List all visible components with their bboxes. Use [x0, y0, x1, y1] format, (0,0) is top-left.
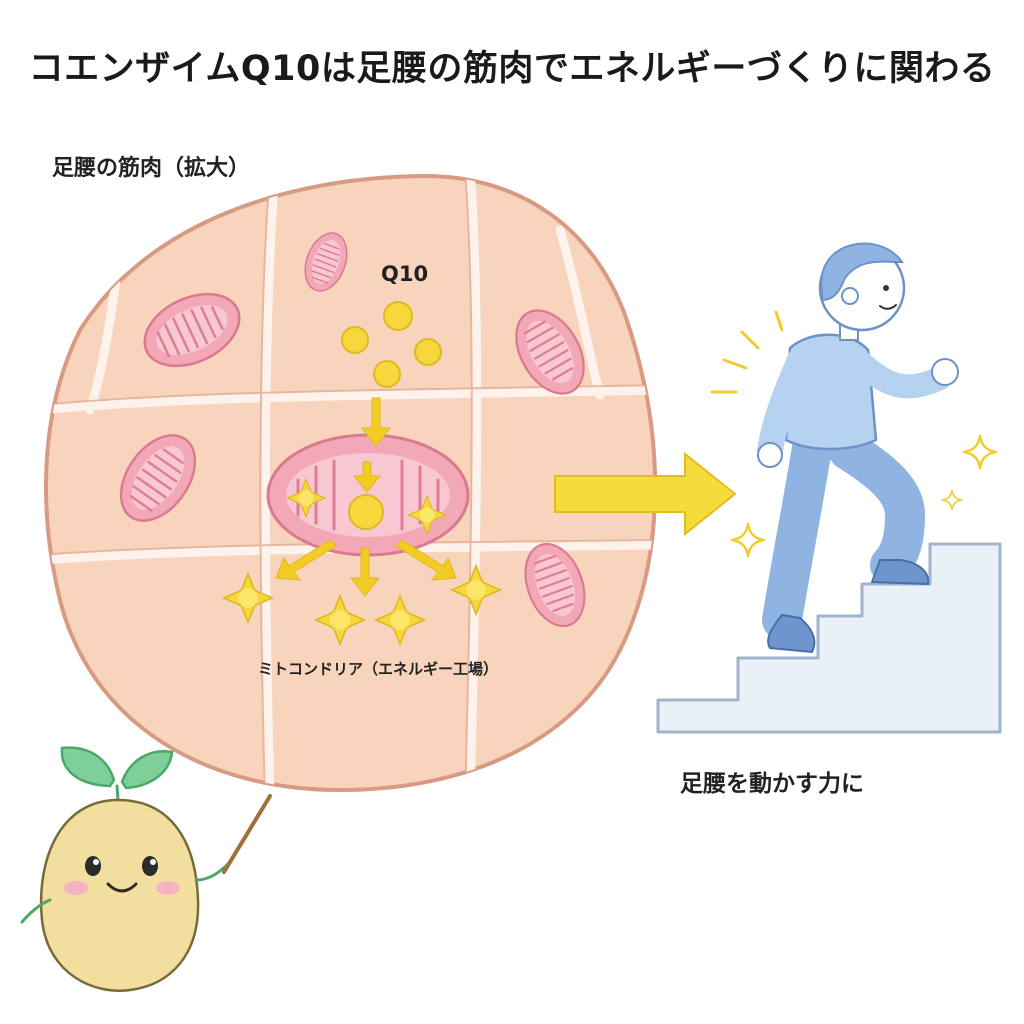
climbing-person — [757, 242, 959, 654]
q10-flow-arrows — [275, 397, 457, 597]
q10-label: Q10 — [381, 262, 429, 286]
muscle-label: 足腰の筋肉（拡大） — [52, 156, 251, 181]
movement-label: 足腰を動かす力に — [680, 771, 864, 797]
sprout-mascot — [20, 746, 272, 992]
q10-molecules — [341, 301, 442, 530]
energy-transfer-arrow — [554, 451, 737, 537]
page-title: コエンザイムQ10は足腰の筋肉でエネルギーづくりに関わる — [28, 49, 996, 89]
stairs — [656, 542, 1002, 734]
motion-lines — [710, 310, 784, 394]
mitochondria-label: ミトコンドリア（エネルギー工場） — [258, 660, 499, 678]
